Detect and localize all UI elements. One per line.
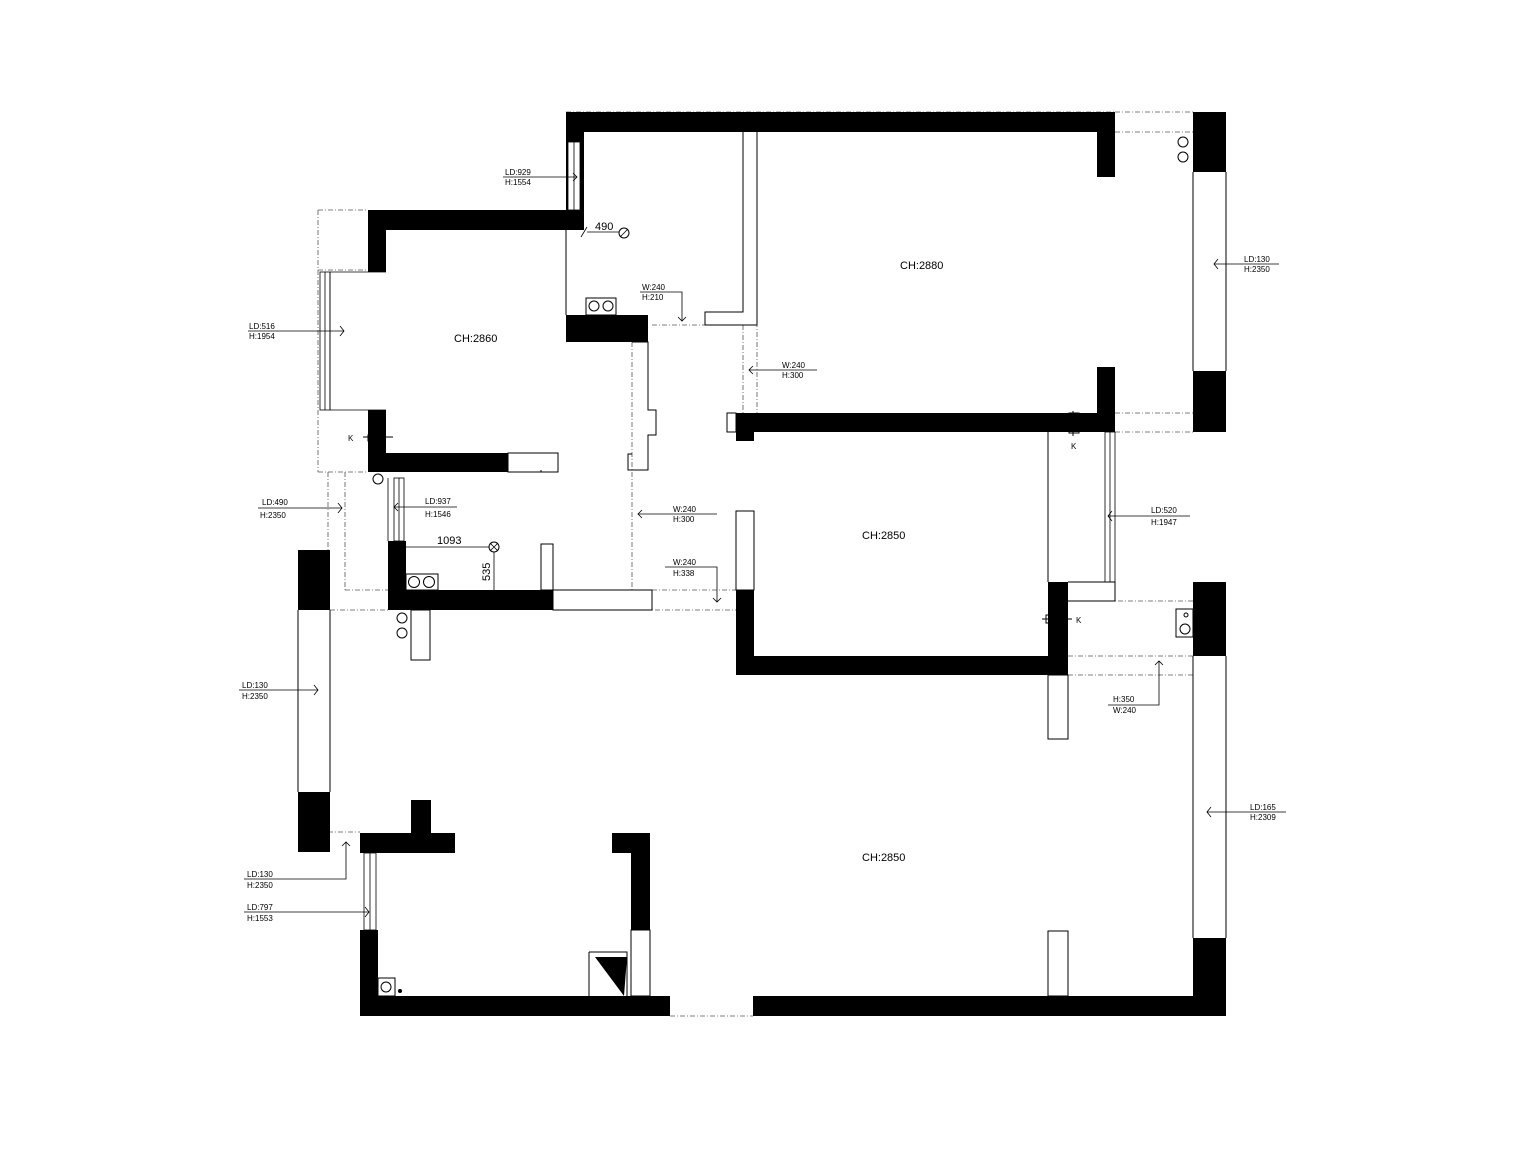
pipe-box-small (405, 573, 439, 591)
wall-right-mid-post (1193, 371, 1226, 432)
svg-text:W:240: W:240 (782, 361, 806, 370)
room-label-ch-2850-middle: CH:2850 (862, 530, 905, 542)
opening-tag-ld-516: LD:516 H:1954 (248, 322, 345, 341)
wall-top-upper (566, 112, 1115, 210)
beam-tag-h350: H:350 W:240 (1108, 660, 1164, 715)
opening-tag-ld-130-left-top: LD:130 H:2350 (239, 681, 319, 701)
svg-text:LD:490: LD:490 (262, 498, 288, 507)
svg-text:LD:165: LD:165 (1250, 803, 1276, 812)
wall-bath-right (612, 833, 650, 930)
opening-tag-ld-165: LD:165 H:2309 (1206, 803, 1286, 822)
opening-tag-ld-937: LD:937 H:1546 (393, 497, 457, 519)
dimension-535-label: 535 (481, 563, 493, 581)
wall-left-pier-bottom (298, 792, 330, 852)
walls (298, 112, 1226, 1016)
dimension-490: 490 (580, 221, 630, 239)
beam-tag-h338: W:240 H:338 (665, 558, 722, 603)
svg-text:H:2350: H:2350 (260, 511, 286, 520)
svg-text:W:240: W:240 (1113, 706, 1137, 715)
svg-text:H:2350: H:2350 (1244, 265, 1270, 274)
beam-tag-h300-upper: W:240 H:300 (748, 361, 817, 380)
dimension-1093-label: 1093 (437, 535, 461, 547)
svg-text:H:1546: H:1546 (425, 510, 451, 519)
svg-text:H:1954: H:1954 (249, 332, 275, 341)
svg-text:H:2309: H:2309 (1250, 813, 1276, 822)
wall-right-lower-post (1193, 582, 1226, 656)
thin-lines (297, 132, 1227, 997)
svg-text:LD:929: LD:929 (505, 168, 531, 177)
room-label-ch-2850-living: CH:2850 (862, 852, 905, 864)
svg-text:W:240: W:240 (642, 283, 666, 292)
room-label-ch-2880: CH:2880 (900, 260, 943, 272)
svg-text:W:240: W:240 (673, 505, 697, 514)
svg-text:LD:130: LD:130 (242, 681, 268, 690)
beam-tag-h300-lower: W:240 H:300 (637, 505, 717, 524)
dimension-1093: 1093 535 (406, 535, 500, 590)
wall-bath-top (360, 800, 455, 853)
wall-small-room-left (388, 541, 553, 610)
svg-text:H:2350: H:2350 (247, 881, 273, 890)
svg-text:H:300: H:300 (673, 515, 695, 524)
wall-room-divider (368, 453, 508, 472)
opening-tag-ld-130-left-bottom: LD:130 H:2350 (244, 841, 351, 890)
opening-tag-ld-797: LD:797 H:1553 (244, 903, 370, 923)
wall-kitchen-stub (566, 315, 648, 342)
wall-left-jamb (368, 410, 386, 440)
wall-upper-left-top (368, 210, 584, 272)
svg-text:H:2350: H:2350 (242, 692, 268, 701)
svg-text:W:240: W:240 (673, 558, 697, 567)
svg-text:LD:520: LD:520 (1151, 506, 1177, 515)
svg-text:H:1553: H:1553 (247, 914, 273, 923)
svg-text:H:210: H:210 (642, 293, 664, 302)
pipes (377, 136, 1194, 997)
pipe-box-kitchen (585, 297, 617, 316)
svg-text:H:1947: H:1947 (1151, 518, 1177, 527)
svg-text:LD:516: LD:516 (249, 322, 275, 331)
svg-text:H:1554: H:1554 (505, 178, 531, 187)
svg-text:K: K (1071, 442, 1077, 451)
svg-text:H:350: H:350 (1113, 695, 1135, 704)
svg-text:LD:130: LD:130 (1244, 255, 1270, 264)
room-label-ch-2860: CH:2860 (454, 333, 497, 345)
opening-tag-ld-130-right: LD:130 H:2350 (1213, 255, 1279, 274)
svg-text:H:300: H:300 (782, 371, 804, 380)
svg-text:LD:130: LD:130 (247, 870, 273, 879)
svg-text:K: K (1076, 616, 1082, 625)
wall-bottom-right (753, 938, 1226, 1016)
wall-bottom-left (360, 930, 670, 1016)
opening-tag-ld-490: LD:490 H:2350 (258, 498, 343, 520)
svg-text:LD:937: LD:937 (425, 497, 451, 506)
beam-tag-h210: W:240 H:210 (640, 283, 687, 322)
svg-text:K: K (348, 434, 354, 443)
dimension-490-label: 490 (595, 221, 613, 233)
opening-tag-ld-929: LD:929 H:1554 (503, 168, 578, 187)
wall-right-top-post (1193, 112, 1226, 172)
opening-tag-ld-520: LD:520 H:1947 (1107, 506, 1190, 527)
wall-left-pier-top (298, 550, 330, 610)
dashed-guides (298, 111, 1193, 1017)
svg-text:H:338: H:338 (673, 569, 695, 578)
wall-bedroom-divider (736, 367, 1115, 441)
svg-text:LD:797: LD:797 (247, 903, 273, 912)
wall-middle-room (736, 582, 1068, 675)
